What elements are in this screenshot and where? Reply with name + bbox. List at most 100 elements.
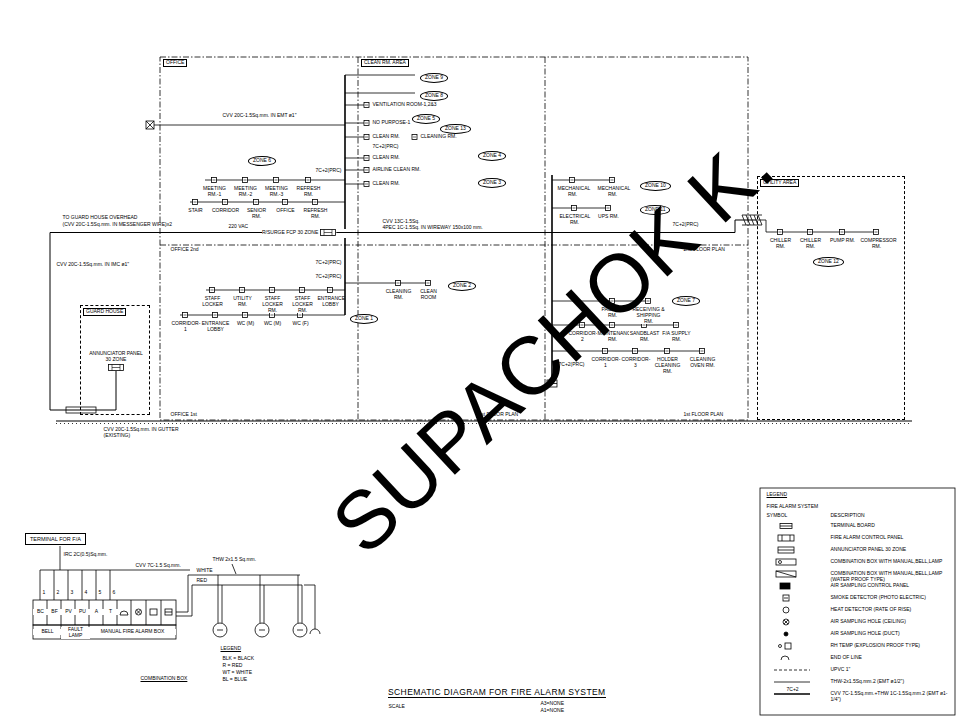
- legend-sample: [785, 643, 791, 649]
- node-text: ZONE 13: [445, 125, 466, 131]
- legend-sample: [783, 595, 789, 601]
- text-label: 3: [70, 590, 74, 596]
- room-label: CHILLER RM.: [796, 238, 825, 250]
- legend-sample: [783, 619, 789, 625]
- watermark: SUPACHOK K.: [318, 122, 787, 568]
- wire-line: [206, 290, 345, 291]
- node-text: ZONE 2: [453, 282, 471, 288]
- legend-sample: [774, 670, 810, 671]
- text-label: 7C+2(PRC): [315, 168, 342, 174]
- text-label: BC: [33, 609, 48, 615]
- smoke-detector-symbol: [570, 178, 575, 183]
- node-text: ZONE 3: [483, 179, 501, 185]
- smoke-detector-symbol: [298, 313, 303, 318]
- junction-box: [146, 121, 154, 129]
- bus-line: [40, 570, 190, 571]
- room-label: OFFICE: [271, 208, 300, 214]
- terminal-divider: [161, 600, 162, 625]
- manual-station-symbol: [150, 609, 157, 615]
- text-label: PV: [61, 609, 76, 615]
- smoke-detector-symbol: [808, 230, 813, 235]
- smoke-detector-symbol: [364, 135, 369, 140]
- room-label: MEETING RM.-2: [230, 186, 261, 198]
- text-label: SYMBOL: [766, 513, 788, 519]
- smoke-detector-symbol: [306, 178, 311, 183]
- smoke-detector-symbol: [606, 206, 611, 211]
- wire-line: [315, 585, 316, 629]
- legend-text: ANNUNCIATOR PANEL 30 ZONE: [830, 547, 953, 553]
- smoke-detector-mark: [255, 202, 258, 203]
- wire-stub: [345, 123, 364, 124]
- wire-stub: [345, 170, 364, 171]
- smoke-detector-symbol: [213, 313, 218, 318]
- panel-symbol-line: [112, 367, 120, 368]
- node-text: ZONE 7: [677, 297, 695, 303]
- detector-mark: [297, 630, 303, 631]
- smoke-detector-mark: [307, 180, 310, 181]
- detector-drop: [218, 575, 219, 623]
- text-label: OFFICE: [163, 59, 187, 67]
- wire-line: [180, 315, 345, 316]
- room-label: STAIR: [181, 208, 210, 214]
- smoke-detector-mark: [184, 315, 187, 316]
- smoke-detector-symbol: [364, 103, 369, 108]
- legend-sample: [782, 535, 783, 541]
- smoke-detector-mark: [271, 290, 274, 291]
- riser-cable: [344, 238, 346, 315]
- legend-sample: [778, 547, 794, 553]
- room-label: UTILITY RM.: [228, 296, 257, 308]
- detector-symbol: [255, 623, 269, 637]
- terminal-wire: [68, 570, 69, 600]
- text-label: A: [89, 609, 104, 615]
- room-label: MEETING RM.-3: [261, 186, 292, 198]
- terminal-wire: [110, 570, 111, 600]
- legend-sample: [779, 561, 782, 564]
- terminal-wire: [40, 570, 41, 600]
- text-label: LEGEND: [220, 646, 242, 652]
- zone-badge: ZONE 7: [672, 296, 700, 306]
- wire-line: [552, 208, 608, 209]
- terminal-divider: [131, 600, 132, 625]
- junction-cross: [146, 121, 154, 129]
- smoke-detector-mark: [675, 325, 678, 326]
- smoke-detector-mark: [397, 283, 400, 284]
- text-label: A3=NONE: [540, 701, 564, 707]
- room-label: CORRIDOR: [211, 208, 240, 214]
- smoke-detector-symbol: [270, 288, 275, 293]
- legend-text: TERMINAL BOARD: [830, 523, 953, 529]
- detector-drop: [298, 575, 299, 623]
- area-boundary: UTILITY AREAZONE 12: [757, 176, 905, 420]
- detector-drop: [264, 585, 265, 623]
- smoke-detector-mark: [244, 315, 247, 316]
- room-label: VENTILATION ROOM-1,2&3: [372, 102, 437, 108]
- text-label: CLEAN RM. AREA: [361, 59, 409, 67]
- smoke-detector-mark: [365, 170, 368, 171]
- smoke-detector-mark: [329, 290, 332, 291]
- smoke-detector-mark: [875, 232, 878, 233]
- room-label: CLEANING OVEN RM.: [686, 357, 719, 369]
- room-label: F/A SUPPLY RM.: [661, 331, 692, 343]
- room-label: CORRIDOR-1: [171, 321, 200, 333]
- legend-sample: [779, 645, 782, 648]
- panel-symbol: [108, 364, 124, 371]
- smoke-detector-symbol: [243, 313, 248, 318]
- wire-line: [345, 283, 428, 284]
- text-label: 1: [42, 590, 46, 596]
- text-label: 4: [84, 590, 88, 596]
- zone-badge: ZONE 2: [448, 281, 476, 291]
- smoke-detector-symbol: [193, 200, 198, 205]
- node-text: ZONE 12: [818, 258, 839, 264]
- text-label: THW 2x1.5 Sq.mm.: [212, 557, 257, 563]
- bell-symbol: [120, 611, 128, 615]
- text-label: CVV 20C-1.5Sq.mm. IN IMC ø1": [56, 262, 130, 268]
- node-text: ZONE 5: [417, 115, 435, 121]
- text-label: FIRE ALARM SYSTEM: [766, 504, 819, 510]
- smoke-detector-symbol: [840, 230, 845, 235]
- room-label: REFRESH RM.: [293, 186, 324, 198]
- text-label: 7C+2(PRC): [315, 260, 342, 266]
- text-label: 7C+2: [786, 687, 799, 693]
- terminal-divider: [146, 600, 147, 625]
- smoke-detector-mark: [244, 180, 247, 181]
- text-label: 7C+2(PRC): [372, 144, 399, 150]
